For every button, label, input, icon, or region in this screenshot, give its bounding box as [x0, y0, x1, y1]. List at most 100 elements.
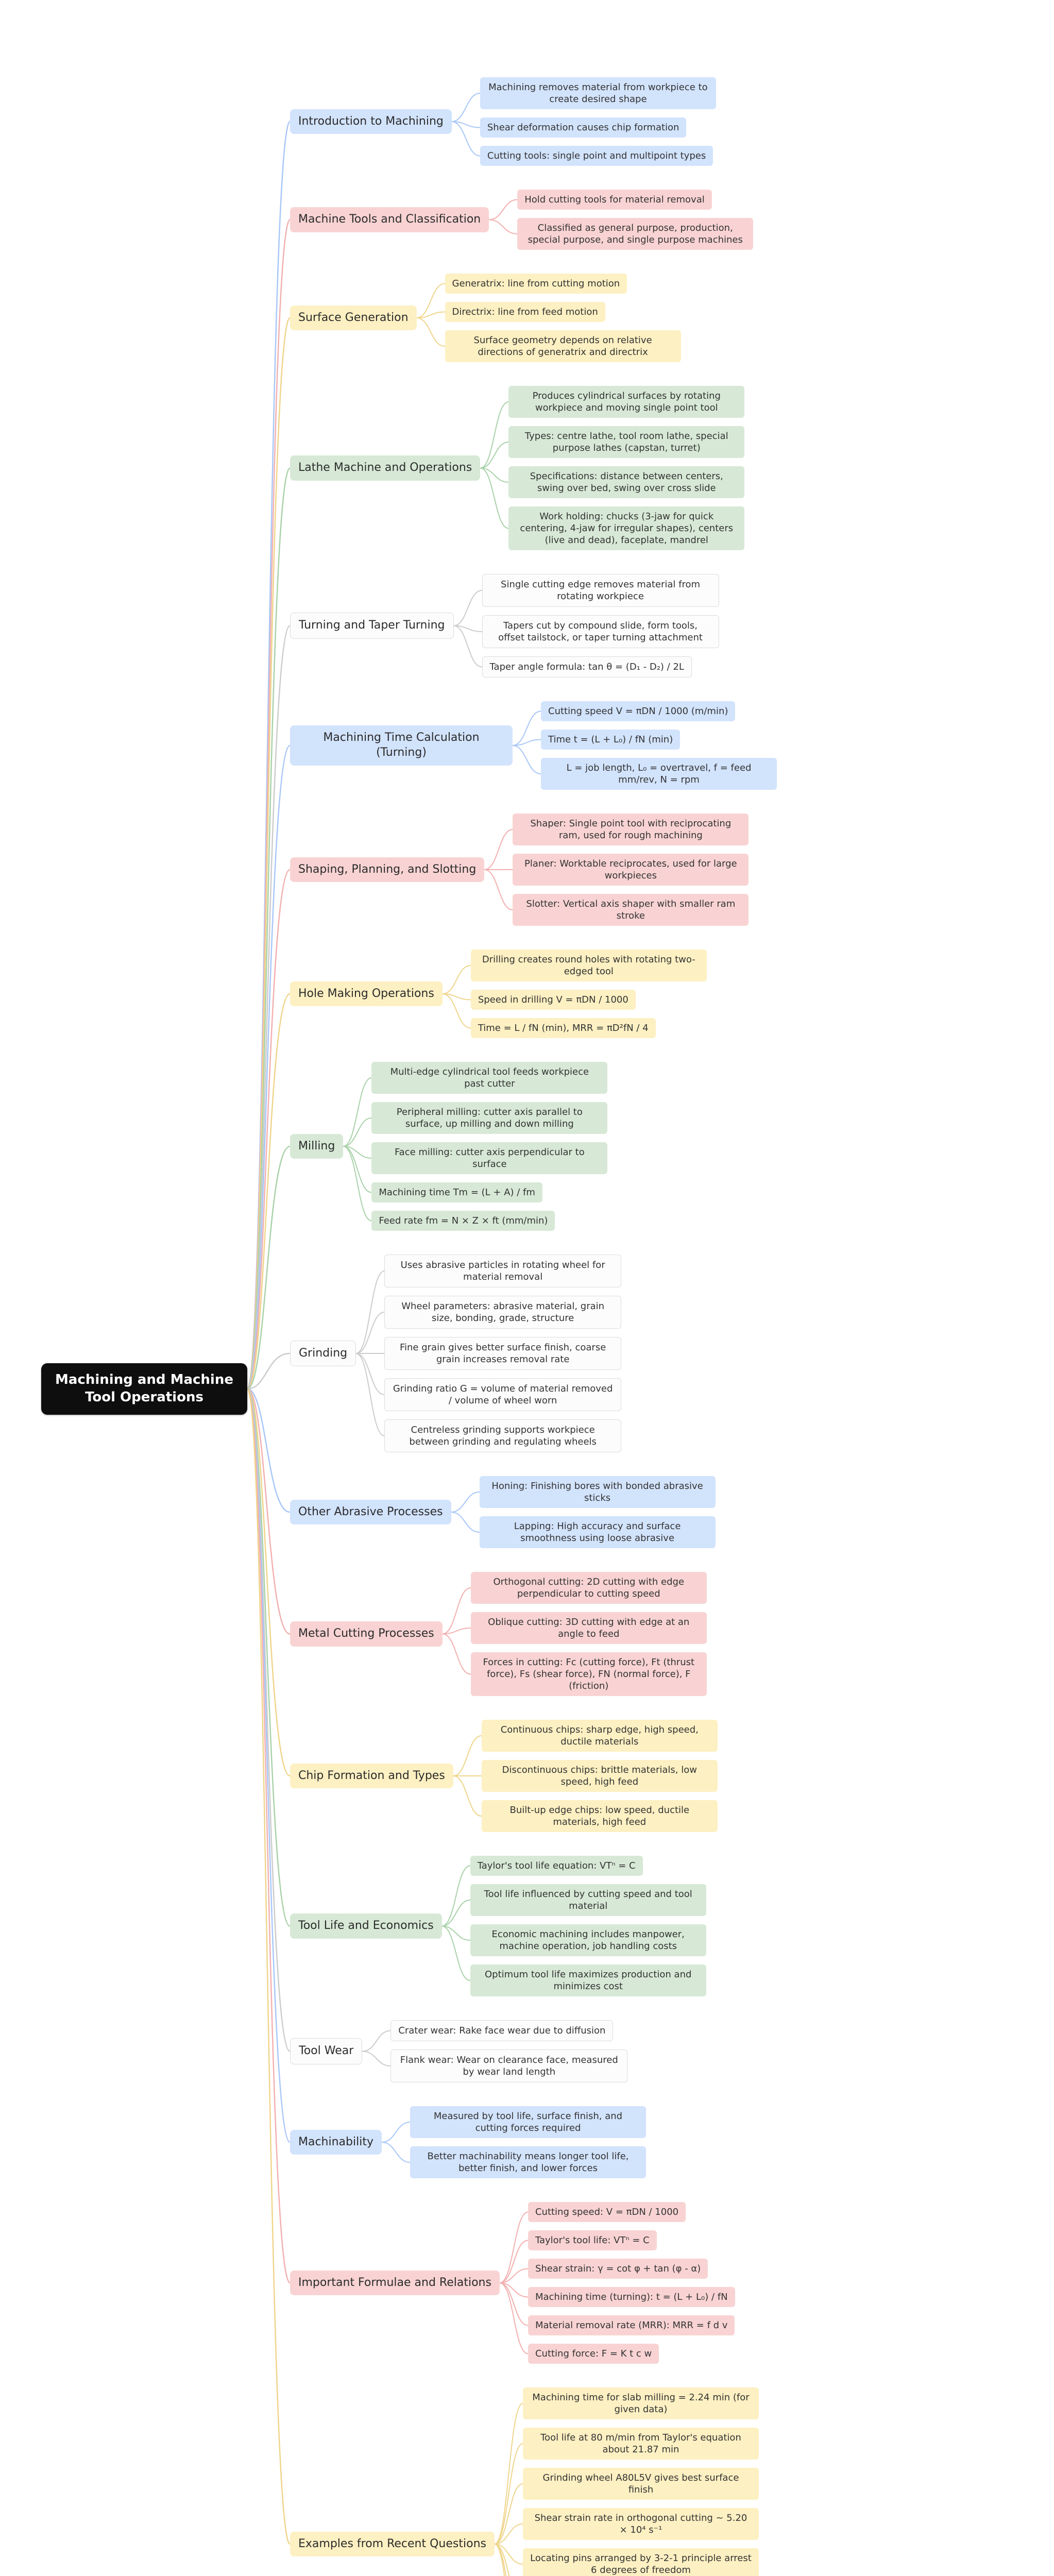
leaf-node[interactable]: Time t = (L + L₀) / fN (min): [541, 730, 681, 750]
leaf-list: Machining removes material from workpiec…: [480, 77, 716, 166]
leaf-node[interactable]: Wheel parameters: abrasive material, gra…: [384, 1296, 622, 1329]
leaf-node[interactable]: Cutting speed: V = πDN / 1000: [528, 2202, 686, 2222]
topic-group: Tool Life and Economics Taylor's tool lif…: [290, 1856, 777, 1996]
leaf-node[interactable]: Honing: Finishing bores with bonded abra…: [479, 1476, 716, 1508]
leaf-list: Drilling creates round holes with rotati…: [470, 950, 707, 1038]
leaf-node[interactable]: Fine grain gives better surface finish, …: [384, 1337, 622, 1370]
leaf-node[interactable]: Types: centre lathe, tool room lathe, sp…: [508, 426, 745, 458]
leaf-node[interactable]: Peripheral milling: cutter axis parallel…: [371, 1102, 608, 1134]
leaf-node[interactable]: Time = L / fN (min), MRR = πD²fN / 4: [470, 1018, 656, 1038]
leaf-node[interactable]: Discontinuous chips: brittle materials, …: [481, 1760, 718, 1792]
topic-node[interactable]: Other Abrasive Processes: [290, 1499, 451, 1525]
topic-group: Shaping, Planning, and Slotting Shaper: S…: [290, 814, 777, 926]
leaf-node[interactable]: Produces cylindrical surfaces by rotatin…: [508, 386, 745, 418]
leaf-node[interactable]: Cutting speed V = πDN / 1000 (m/min): [541, 701, 736, 721]
topic-node[interactable]: Milling: [290, 1133, 344, 1159]
leaf-node[interactable]: Work holding: chucks (3-jaw for quick ce…: [508, 506, 745, 550]
leaf-node[interactable]: Tool life influenced by cutting speed an…: [470, 1884, 706, 1916]
leaf-node[interactable]: Measured by tool life, surface finish, a…: [410, 2106, 646, 2138]
root-node[interactable]: Machining and Machine Tool Operations: [41, 1363, 247, 1415]
topic-node[interactable]: Examples from Recent Questions: [290, 2531, 495, 2557]
leaf-node[interactable]: Shear strain: γ = cot φ + tan (φ - α): [528, 2259, 708, 2279]
leaf-node[interactable]: Optimum tool life maximizes production a…: [470, 1964, 706, 1996]
leaf-node[interactable]: Taylor's tool life: VTⁿ = C: [528, 2230, 657, 2250]
leaf-node[interactable]: Classified as general purpose, productio…: [517, 218, 754, 250]
leaf-node[interactable]: Continuous chips: sharp edge, high speed…: [481, 1720, 718, 1752]
leaf-node[interactable]: L = job length, L₀ = overtravel, f = fee…: [541, 758, 777, 790]
topic-group: Milling Multi-edge cylindrical tool feeds…: [290, 1062, 777, 1231]
leaf-list: Measured by tool life, surface finish, a…: [410, 2106, 646, 2178]
topic-node[interactable]: Machining Time Calculation (Turning): [290, 725, 513, 766]
topic-node[interactable]: Shaping, Planning, and Slotting: [290, 857, 485, 883]
topic-node[interactable]: Turning and Taper Turning: [290, 613, 454, 639]
leaf-node[interactable]: Hold cutting tools for material removal: [517, 190, 712, 210]
leaf-node[interactable]: Forces in cutting: Fc (cutting force), F…: [470, 1652, 707, 1696]
leaf-node[interactable]: Tool life at 80 m/min from Taylor's equa…: [522, 2428, 759, 2460]
leaf-node[interactable]: Grinding wheel A80L5V gives best surface…: [522, 2468, 759, 2500]
leaf-node[interactable]: Better machinability means longer tool l…: [410, 2146, 646, 2178]
leaf-node[interactable]: Single cutting edge removes material fro…: [482, 574, 719, 607]
topic-group: Grinding Uses abrasive particles in rotat…: [290, 1255, 777, 1452]
leaf-node[interactable]: Specifications: distance between centers…: [508, 466, 745, 498]
topic-node[interactable]: Lathe Machine and Operations: [290, 455, 481, 481]
topic-node[interactable]: Introduction to Machining: [290, 109, 452, 134]
leaf-node[interactable]: Material removal rate (MRR): MRR = f d v: [528, 2315, 735, 2335]
leaf-node[interactable]: Face milling: cutter axis perpendicular …: [371, 1142, 608, 1174]
leaf-node[interactable]: Tapers cut by compound slide, form tools…: [482, 615, 719, 648]
leaf-node[interactable]: Shear strain rate in orthogonal cutting …: [522, 2508, 759, 2540]
topic-node[interactable]: Machine Tools and Classification: [290, 207, 489, 232]
leaf-node[interactable]: Cutting tools: single point and multipoi…: [480, 146, 713, 166]
leaf-node[interactable]: Generatrix: line from cutting motion: [445, 274, 627, 294]
topic-node[interactable]: Surface Generation: [290, 305, 417, 331]
topic-node[interactable]: Machinability: [290, 2129, 382, 2155]
topic-node[interactable]: Tool Life and Economics: [290, 1913, 442, 1939]
leaf-node[interactable]: Shaper: Single point tool with reciproca…: [513, 814, 749, 845]
leaf-node[interactable]: Planer: Worktable reciprocates, used for…: [513, 854, 749, 886]
leaf-node[interactable]: Machining removes material from workpiec…: [480, 77, 716, 109]
leaf-node[interactable]: Slotter: Vertical axis shaper with small…: [513, 894, 749, 926]
leaf-node[interactable]: Lapping: High accuracy and surface smoot…: [479, 1516, 716, 1548]
topic-group: Turning and Taper Turning Single cutting …: [290, 574, 777, 677]
leaf-node[interactable]: Taper angle formula: tan θ = (D₁ - D₂) /…: [482, 656, 692, 677]
leaf-node[interactable]: Centreless grinding supports workpiece b…: [384, 1419, 622, 1452]
leaf-node[interactable]: Machining time (turning): t = (L + L₀) /…: [528, 2287, 735, 2307]
leaf-node[interactable]: Locating pins arranged by 3-2-1 principl…: [522, 2548, 759, 2576]
topic-group: Metal Cutting Processes Orthogonal cuttin…: [290, 1572, 777, 1696]
leaf-node[interactable]: Built-up edge chips: low speed, ductile …: [481, 1800, 718, 1832]
leaf-node[interactable]: Machining time Tm = (L + A) / fm: [371, 1182, 542, 1202]
topic-node[interactable]: Chip Formation and Types: [290, 1763, 453, 1789]
leaf-list: Orthogonal cutting: 2D cutting with edge…: [470, 1572, 707, 1696]
leaf-node[interactable]: Flank wear: Wear on clearance face, meas…: [390, 2049, 628, 2082]
leaf-node[interactable]: Oblique cutting: 3D cutting with edge at…: [470, 1612, 707, 1644]
leaf-node[interactable]: Drilling creates round holes with rotati…: [470, 950, 707, 981]
topic-node[interactable]: Grinding: [290, 1340, 356, 1367]
leaf-node[interactable]: Uses abrasive particles in rotating whee…: [384, 1255, 622, 1287]
topic-node[interactable]: Metal Cutting Processes: [290, 1621, 443, 1647]
leaf-node[interactable]: Crater wear: Rake face wear due to diffu…: [390, 2020, 614, 2041]
leaf-node[interactable]: Orthogonal cutting: 2D cutting with edge…: [470, 1572, 707, 1604]
leaf-node[interactable]: Multi-edge cylindrical tool feeds workpi…: [371, 1062, 608, 1094]
leaf-list: Honing: Finishing bores with bonded abra…: [479, 1476, 716, 1548]
leaf-list: Single cutting edge removes material fro…: [482, 574, 719, 677]
topic-node[interactable]: Hole Making Operations: [290, 981, 443, 1007]
topic-node[interactable]: Tool Wear: [290, 2038, 363, 2064]
leaf-node[interactable]: Feed rate fm = N × Z × ft (mm/min): [371, 1211, 555, 1231]
leaf-list: Cutting speed V = πDN / 1000 (m/min) Time…: [541, 701, 777, 790]
leaf-node[interactable]: Cutting force: F = K t c w: [528, 2344, 659, 2364]
leaf-node[interactable]: Speed in drilling V = πDN / 1000: [470, 990, 636, 1010]
leaf-node[interactable]: Directrix: line from feed motion: [445, 302, 605, 322]
leaf-node[interactable]: Surface geometry depends on relative dir…: [445, 330, 681, 362]
leaf-node[interactable]: Shear deformation causes chip formation: [480, 117, 687, 138]
leaf-node[interactable]: Machining time for slab milling = 2.24 m…: [522, 2387, 759, 2419]
leaf-node[interactable]: Taylor's tool life equation: VTⁿ = C: [470, 1856, 643, 1876]
topic-group: Machining Time Calculation (Turning) Cutt…: [290, 701, 777, 790]
topic-groups: Introduction to Machining Machining remov…: [290, 77, 777, 2576]
topic-node[interactable]: Important Formulae and Relations: [290, 2270, 500, 2296]
leaf-node[interactable]: Economic machining includes manpower, ma…: [470, 1924, 706, 1956]
leaf-node[interactable]: Grinding ratio G = volume of material re…: [384, 1378, 622, 1411]
